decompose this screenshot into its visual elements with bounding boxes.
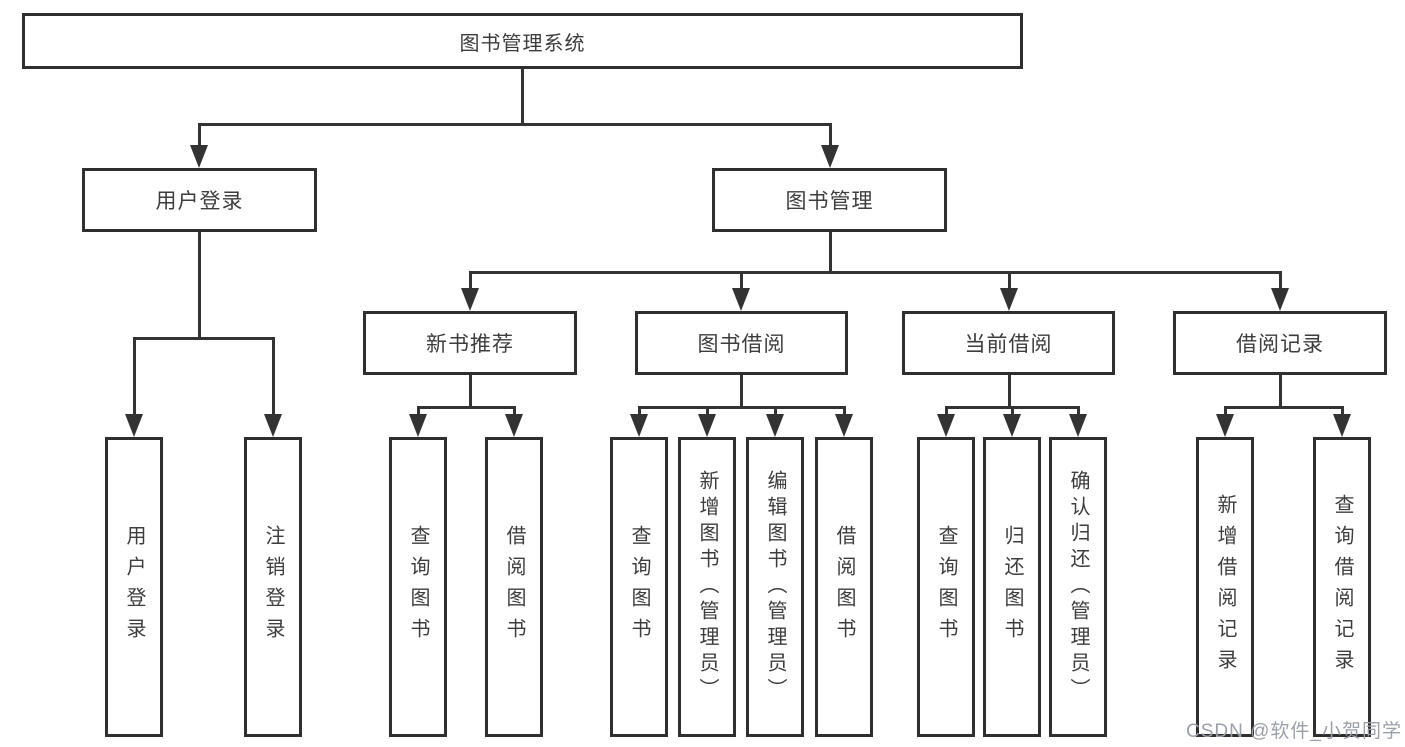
node-label: 查询图书 — [935, 525, 957, 649]
node-label: 注销登录 — [262, 525, 284, 649]
leaf-return-books: 归还图书 — [983, 437, 1041, 737]
arrow-down-icon — [264, 414, 282, 437]
connector-vline — [1224, 406, 1227, 417]
leaf-logout: 注销登录 — [244, 437, 302, 737]
connector-vline — [740, 271, 743, 291]
node-label: 查询图书 — [628, 525, 650, 649]
arrow-down-icon — [1271, 288, 1289, 311]
arrow-down-icon — [937, 414, 955, 437]
connector-vline — [417, 406, 420, 417]
node-new-book-recommend: 新书推荐 — [363, 311, 577, 375]
connector-hline — [638, 406, 846, 409]
node-label: 借阅记录 — [1236, 333, 1324, 356]
arrow-down-icon — [732, 288, 750, 311]
node-label: 新书推荐 — [426, 333, 514, 356]
node-label: 归还图书 — [1001, 525, 1023, 649]
connector-vline — [513, 406, 516, 417]
node-label: 图书管理 — [785, 190, 874, 213]
connector-hline — [417, 406, 516, 409]
arrow-down-icon — [1333, 414, 1351, 437]
arrow-down-icon — [698, 414, 716, 437]
node-label: 图书管理系统 — [459, 32, 586, 55]
connector-vline — [1011, 406, 1014, 417]
connector-vline — [1077, 406, 1080, 417]
leaf-query-books-borrow: 查询图书 — [610, 437, 668, 737]
connector-vline — [469, 375, 472, 406]
connector-vline — [272, 337, 275, 417]
connector-vline — [1341, 406, 1344, 417]
connector-vline — [843, 406, 846, 417]
connector-hline — [469, 271, 1282, 274]
connector-vline — [1008, 375, 1011, 406]
arrow-down-icon — [766, 414, 784, 437]
arrow-down-icon — [409, 414, 427, 437]
node-label: 借阅图书 — [833, 525, 855, 649]
connector-vline — [198, 123, 201, 148]
node-label: 新增借阅记录 — [1214, 494, 1236, 680]
connector-vline — [774, 406, 777, 417]
arrow-down-icon — [190, 145, 208, 168]
connector-hline — [198, 123, 832, 126]
node-borrow-records: 借阅记录 — [1173, 311, 1387, 375]
connector-vline — [1279, 271, 1282, 291]
node-book-management: 图书管理 — [712, 168, 947, 232]
arrow-down-icon — [461, 288, 479, 311]
connector-vline — [1008, 271, 1011, 291]
connector-hline — [133, 337, 275, 340]
node-label: 查询借阅记录 — [1331, 494, 1353, 680]
node-library-management-system: 图书管理系统 — [22, 13, 1023, 69]
arrow-down-icon — [1000, 288, 1018, 311]
arrow-down-icon — [505, 414, 523, 437]
arrow-down-icon — [1216, 414, 1234, 437]
leaf-add-borrow-record: 新增借阅记录 — [1196, 437, 1254, 737]
arrow-down-icon — [1003, 414, 1021, 437]
connector-vline — [1279, 375, 1282, 406]
leaf-borrow-books: 借阅图书 — [815, 437, 873, 737]
connector-vline — [740, 375, 743, 406]
connector-vline — [829, 123, 832, 148]
node-label: 当前借阅 — [964, 333, 1053, 356]
connector-vline — [469, 271, 472, 291]
node-book-borrow: 图书借阅 — [635, 311, 848, 375]
leaf-confirm-return-admin: 确认归还（管理员） — [1049, 437, 1107, 737]
connector-vline — [945, 406, 948, 417]
leaf-query-books-current: 查询图书 — [917, 437, 975, 737]
node-current-borrow: 当前借阅 — [902, 311, 1115, 375]
connector-vline — [133, 337, 136, 417]
arrow-down-icon — [630, 414, 648, 437]
leaf-borrow-books-recommend: 借阅图书 — [485, 437, 543, 737]
node-label: 图书借阅 — [697, 333, 786, 356]
leaf-user-login: 用户登录 — [105, 437, 163, 737]
connector-vline — [521, 69, 524, 123]
arrow-down-icon — [835, 414, 853, 437]
node-label: 确认归还（管理员） — [1067, 470, 1089, 704]
arrow-down-icon — [821, 145, 839, 168]
node-label: 用户登录 — [155, 190, 244, 213]
leaf-add-books-admin: 新增图书（管理员） — [678, 437, 736, 737]
node-user-login: 用户登录 — [82, 168, 317, 232]
connector-vline — [706, 406, 709, 417]
node-label: 编辑图书（管理员） — [764, 470, 786, 704]
connector-hline — [1224, 406, 1343, 409]
arrow-down-icon — [1069, 414, 1087, 437]
node-label: 用户登录 — [123, 525, 145, 649]
connector-vline — [638, 406, 641, 417]
leaf-edit-books-admin: 编辑图书（管理员） — [746, 437, 804, 737]
node-label: 查询图书 — [407, 525, 429, 649]
connector-vline — [198, 232, 201, 337]
node-label: 借阅图书 — [503, 525, 525, 649]
connector-vline — [829, 232, 832, 273]
leaf-query-borrow-record: 查询借阅记录 — [1313, 437, 1371, 737]
csdn-watermark: CSDN @软件_小贺同学 — [1186, 721, 1402, 742]
leaf-query-books-recommend: 查询图书 — [389, 437, 447, 737]
arrow-down-icon — [125, 414, 143, 437]
node-label: 新增图书（管理员） — [696, 470, 718, 704]
